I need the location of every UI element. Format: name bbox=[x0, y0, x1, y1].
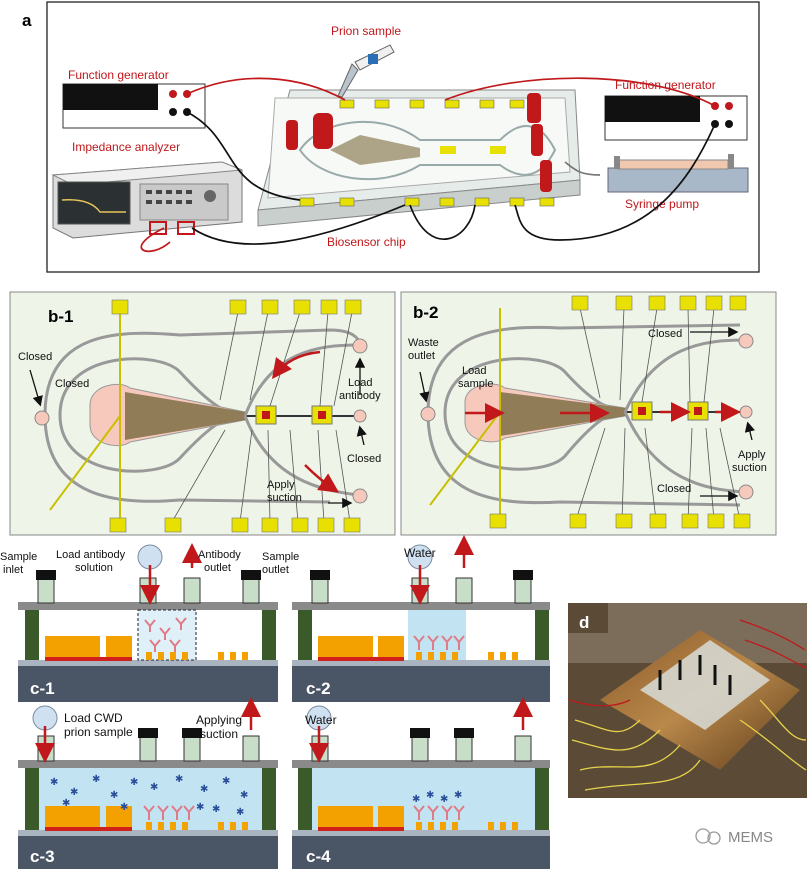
panel-c2-letter: c-2 bbox=[306, 679, 331, 698]
function-generator-left-label: Function generator bbox=[68, 68, 169, 82]
panel-d-letter: d bbox=[579, 613, 589, 632]
biosensor-chip bbox=[257, 89, 581, 227]
b2-load-sample-line2: sample bbox=[458, 378, 493, 390]
panel-c2: c-2 bbox=[292, 535, 550, 702]
b1-load-antibody-line2: antibody bbox=[339, 390, 381, 402]
c1-sample-outlet-line2: outlet bbox=[262, 564, 289, 576]
svg-text:✱: ✱ bbox=[200, 784, 208, 795]
panel-b1: b-1 bbox=[9, 291, 396, 536]
b1-closed-right: Closed bbox=[347, 453, 381, 465]
c1-load-antibody-line1: Load antibody bbox=[56, 549, 126, 561]
panel-b1-letter: b-1 bbox=[48, 307, 74, 326]
biosensor-chip-label: Biosensor chip bbox=[327, 235, 406, 249]
b2-closed-bottom: Closed bbox=[657, 483, 691, 495]
function-generator-right-label: Function generator bbox=[615, 78, 716, 92]
function-generator-right bbox=[604, 95, 748, 141]
panel-c1-letter: c-1 bbox=[30, 679, 55, 698]
panel-d-photo: d bbox=[568, 603, 807, 798]
svg-text:✱: ✱ bbox=[62, 798, 70, 809]
c1-antibody-outlet-line2: outlet bbox=[204, 562, 231, 574]
c3-load-cwd-line1: Load CWD bbox=[64, 711, 123, 725]
svg-text:✱: ✱ bbox=[240, 790, 248, 801]
svg-text:✱: ✱ bbox=[412, 794, 420, 805]
svg-text:✱: ✱ bbox=[150, 782, 158, 793]
svg-text:✱: ✱ bbox=[426, 790, 434, 801]
b2-waste-outlet-line2: outlet bbox=[408, 350, 435, 362]
b1-closed-left: Closed bbox=[18, 351, 52, 363]
c2-water-label: Water bbox=[404, 546, 436, 560]
svg-text:✱: ✱ bbox=[50, 777, 58, 788]
svg-text:✱: ✱ bbox=[120, 802, 128, 813]
function-generator-left bbox=[62, 83, 206, 129]
panel-c3: ✱✱✱✱✱ ✱✱✱✱✱✱ ✱✱✱✱ c-3 bbox=[18, 697, 278, 869]
panel-b2: b-2 bbox=[400, 291, 777, 536]
c3-applying-suction-line2: suction bbox=[200, 727, 238, 741]
c4-water-label: Water bbox=[305, 713, 337, 727]
b1-load-antibody-line1: Load bbox=[348, 377, 372, 389]
panel-b2-letter: b-2 bbox=[413, 303, 439, 322]
svg-text:✱: ✱ bbox=[110, 790, 118, 801]
svg-text:✱: ✱ bbox=[212, 804, 220, 815]
impedance-analyzer-label: Impedance analyzer bbox=[72, 140, 180, 154]
c1-sample-inlet-line2: inlet bbox=[3, 564, 23, 576]
panel-c4-letter: c-4 bbox=[306, 847, 331, 866]
svg-text:✱: ✱ bbox=[70, 787, 78, 798]
svg-text:✱: ✱ bbox=[454, 790, 462, 801]
svg-text:✱: ✱ bbox=[175, 774, 183, 785]
b2-load-sample-line1: Load bbox=[462, 365, 486, 377]
watermark-text: MEMS bbox=[728, 829, 773, 846]
c1-sample-inlet-line1: Sample bbox=[0, 551, 37, 563]
panel-a: a Function generator Impedance analyzer bbox=[22, 1, 760, 273]
svg-text:✱: ✱ bbox=[196, 802, 204, 813]
b1-closed-inner: Closed bbox=[55, 378, 89, 390]
panel-c1: c-1 bbox=[18, 543, 278, 702]
panel-c3-letter: c-3 bbox=[30, 847, 55, 866]
syringe-pump-label: Syringe pump bbox=[625, 197, 699, 211]
b2-waste-outlet-line1: Waste bbox=[408, 337, 439, 349]
svg-text:✱: ✱ bbox=[236, 807, 244, 818]
pipette-icon bbox=[337, 44, 395, 98]
syringe-pump bbox=[607, 154, 749, 193]
c1-antibody-outlet-line1: Antibody bbox=[198, 549, 241, 561]
b1-apply-suction-line1: Apply bbox=[267, 479, 295, 491]
c1-load-antibody-line2: solution bbox=[75, 562, 113, 574]
svg-text:✱: ✱ bbox=[130, 777, 138, 788]
c3-load-cwd-line2: prion sample bbox=[64, 725, 133, 739]
b2-closed-top: Closed bbox=[648, 328, 682, 340]
b1-apply-suction-line2: suction bbox=[267, 492, 302, 504]
b2-apply-suction-line1: Apply bbox=[738, 449, 766, 461]
panel-a-letter: a bbox=[22, 11, 32, 30]
svg-text:✱: ✱ bbox=[222, 776, 230, 787]
watermark: MEMS bbox=[695, 828, 773, 846]
svg-text:✱: ✱ bbox=[440, 794, 448, 805]
c3-applying-suction-line1: Applying bbox=[196, 713, 242, 727]
b2-apply-suction-line2: suction bbox=[732, 462, 767, 474]
impedance-analyzer bbox=[51, 161, 243, 239]
c1-sample-outlet-line1: Sample bbox=[262, 551, 299, 563]
svg-text:✱: ✱ bbox=[92, 774, 100, 785]
prion-sample-label: Prion sample bbox=[331, 24, 401, 38]
panel-c4: ✱ ✱ ✱ ✱ c-4 bbox=[292, 697, 550, 869]
